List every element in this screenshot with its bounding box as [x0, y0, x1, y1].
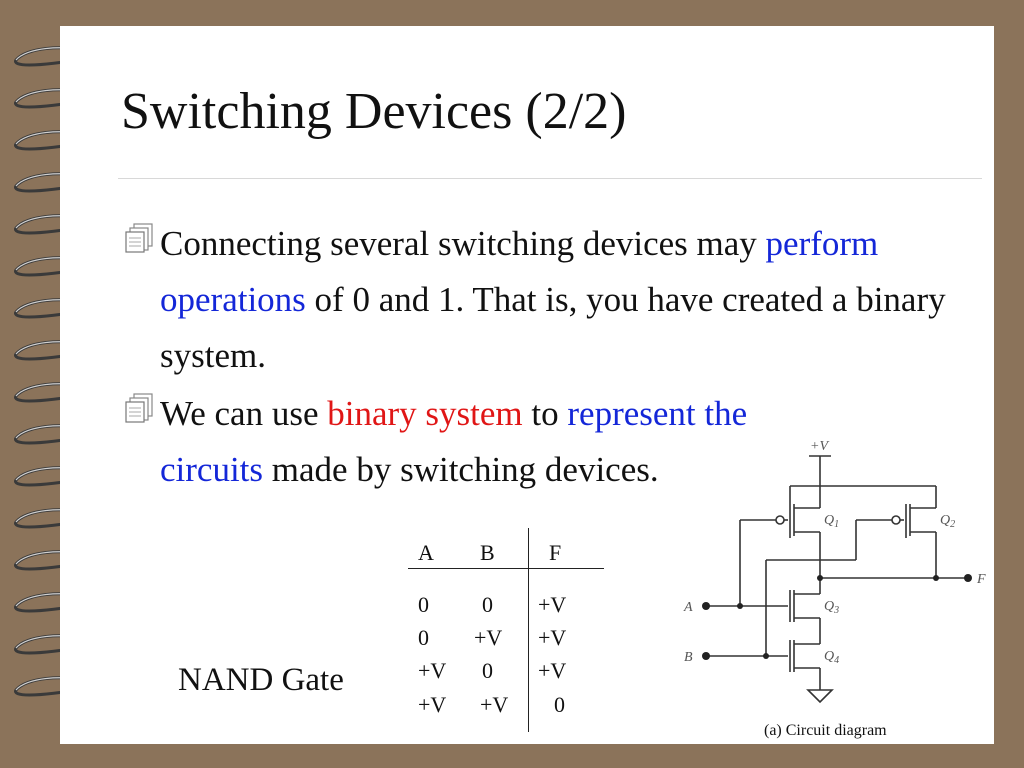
truth-cell: 0: [554, 692, 565, 717]
truth-cell: +V: [418, 692, 447, 717]
slide-page: [60, 26, 994, 744]
bullet-1-seg-0: Connecting several switching devices may: [160, 224, 766, 263]
truth-header-b: B: [480, 540, 495, 565]
truth-cell: 0: [418, 592, 429, 617]
input-b-label: B: [684, 650, 693, 665]
title-divider: [118, 178, 982, 179]
bullet-2-seg-2: to: [522, 394, 568, 433]
bullet-2-text: We can use binary system to represent th…: [160, 386, 820, 498]
bullet-2: We can use binary system to represent th…: [122, 386, 954, 498]
bullet-2-seg-4: made by switching devices.: [263, 450, 659, 489]
truth-cell: 0: [418, 625, 429, 650]
truth-header-a: A: [418, 540, 434, 565]
q3-label: Q3: [824, 599, 839, 616]
bullet-1-text: Connecting several switching devices may…: [160, 216, 954, 384]
bullet-2-seg-0: We can use: [160, 394, 328, 433]
truth-cell: +V: [474, 625, 503, 650]
supply-label: +V: [810, 439, 829, 454]
output-f-label: F: [976, 572, 986, 587]
truth-cell: +V: [480, 692, 509, 717]
truth-table-vertical-rule: [528, 528, 529, 732]
notepad-icon: [125, 393, 153, 423]
nand-gate-label: NAND Gate: [178, 662, 344, 698]
bullet-2-seg-1: binary system: [327, 394, 523, 433]
slide-title: Switching Devices (2/2): [121, 83, 627, 140]
truth-cell: +V: [538, 625, 567, 650]
bullet-2-seg-3: represent the circuits: [160, 394, 748, 489]
bullet-1: Connecting several switching devices may…: [122, 216, 954, 384]
truth-header-f: F: [549, 540, 562, 565]
truth-table: A B F 0 0 +V 0 +V +V +V 0 +V +V +V 0: [404, 528, 604, 732]
notepad-icon: [125, 223, 153, 253]
nand-circuit-diagram: +V Q1 Q2 Q3 Q4 A B F: [683, 439, 986, 704]
q4-label: Q4: [824, 649, 839, 666]
circuit-caption: (a) Circuit diagram: [764, 722, 887, 739]
truth-table-horizontal-rule: [408, 568, 604, 569]
truth-cell: 0: [482, 658, 493, 683]
truth-cell: +V: [538, 658, 567, 683]
truth-cell: +V: [538, 592, 567, 617]
truth-cell: +V: [418, 658, 447, 683]
q2-label: Q2: [940, 513, 955, 530]
bullet-1-seg-2: of 0 and 1. That is, you have created a …: [160, 280, 946, 375]
truth-cell: 0: [482, 592, 493, 617]
bullet-1-seg-1: perform operations: [160, 224, 879, 319]
input-a-label: A: [683, 600, 693, 615]
q1-label: Q1: [824, 513, 839, 530]
